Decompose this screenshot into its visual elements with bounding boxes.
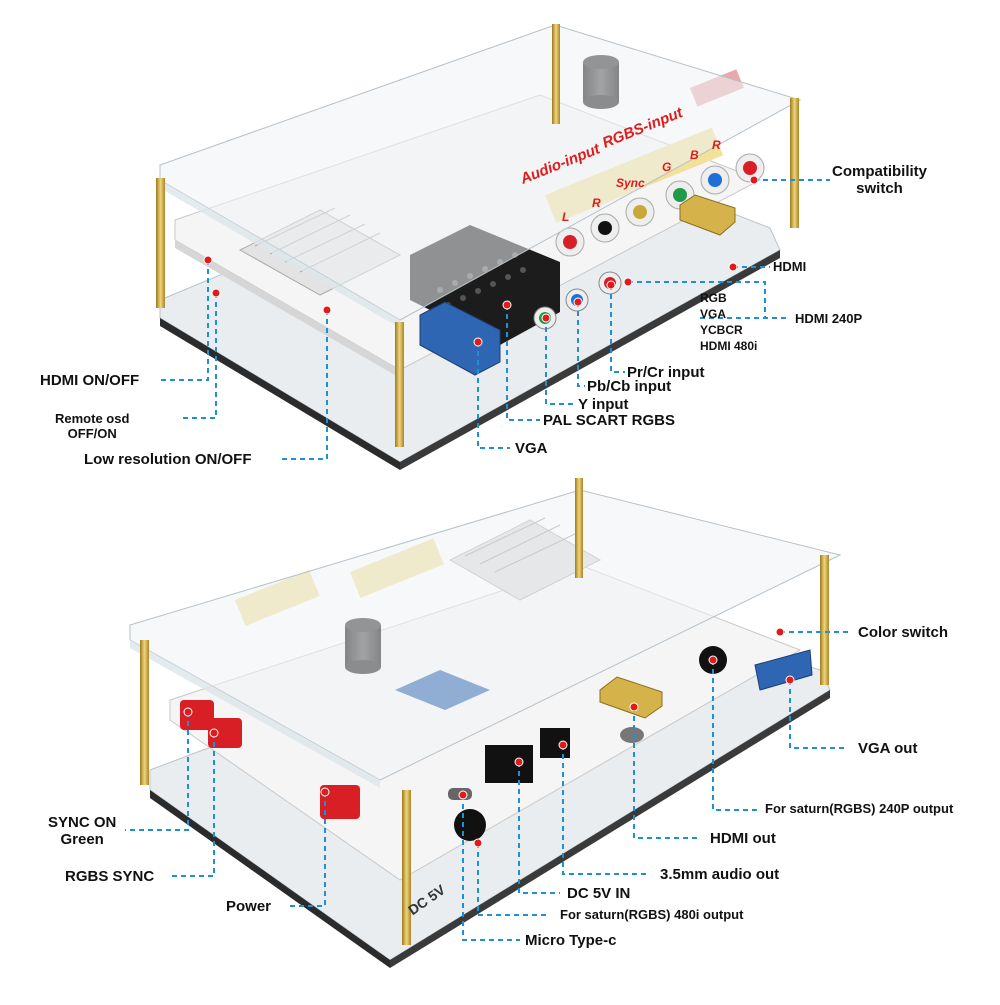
label-power: Power xyxy=(226,898,272,915)
bottom-standoff-2 xyxy=(402,790,411,945)
label-micro-typec: Micro Type-c xyxy=(525,932,617,949)
label-pb-cb: Pb/Cb input xyxy=(587,378,672,395)
label-pal-scart: PAL SCART RGBS xyxy=(543,412,675,429)
label-saturn-480i: For saturn(RGBS) 480i output xyxy=(560,907,744,922)
label-mode-hdmi480i: HDMI 480i xyxy=(700,339,758,353)
silk-b: B xyxy=(690,148,699,162)
top-top-acrylic-edge xyxy=(160,180,400,328)
bottom-standoff-4 xyxy=(575,478,583,578)
top-standoff-3 xyxy=(790,98,799,228)
leader-lines xyxy=(125,179,850,941)
label-dc-in: DC 5V IN xyxy=(567,885,631,902)
label-compatibility-line2: switch xyxy=(856,180,903,198)
silk-sync: Sync xyxy=(616,176,645,190)
label-sync-on-green: SYNC ON Green xyxy=(48,814,116,849)
label-hdmi-out: HDMI out xyxy=(710,830,776,847)
top-vga-port xyxy=(419,301,501,376)
label-audio-out: 3.5mm audio out xyxy=(660,866,780,883)
bottom-standoff-3 xyxy=(820,555,829,685)
label-mode-rgb: RGB xyxy=(700,291,727,305)
label-mode-vga: VGA xyxy=(700,307,727,321)
top-pcb-edge xyxy=(175,240,400,378)
bottom-minidin-480i xyxy=(454,809,486,841)
bottom-standoff-1 xyxy=(140,640,149,785)
top-standoff-1 xyxy=(156,178,165,308)
label-color-switch: Color switch xyxy=(858,624,949,641)
label-vga: VGA xyxy=(515,440,548,457)
label-sync-on-green-line1: SYNC ON xyxy=(48,814,117,831)
label-pr-cr: Pr/Cr input xyxy=(627,364,705,381)
bottom-device xyxy=(129,478,842,968)
top-standoff-4 xyxy=(552,24,560,124)
top-top-acrylic xyxy=(159,24,802,321)
silk-l: L xyxy=(562,210,570,224)
label-sync-on-green-line2: Green xyxy=(60,831,104,849)
silk-r2: R xyxy=(712,138,721,152)
bottom-vga-port xyxy=(754,649,813,691)
bottom-hdmi-port xyxy=(599,676,663,719)
bottom-capacitor xyxy=(620,727,644,743)
label-mode-ycbcr: YCBCR xyxy=(700,323,743,337)
label-remote-osd-line1: Remote osd xyxy=(55,411,130,426)
label-low-resolution: Low resolution ON/OFF xyxy=(84,451,252,468)
top-device xyxy=(156,24,802,470)
label-rgbs-sync: RGBS SYNC xyxy=(65,868,155,885)
bottom-bottom-acrylic-edge-right xyxy=(390,690,830,968)
label-saturn-240p: For saturn(RGBS) 240P output xyxy=(765,801,954,816)
marker-dots xyxy=(183,175,795,848)
silk-r: R xyxy=(592,196,601,210)
label-remote-osd: Remote osd OFF/ON xyxy=(55,411,130,442)
top-hdmi-port xyxy=(679,194,736,236)
top-bottom-acrylic-edge-right xyxy=(400,250,780,470)
label-compatibility-line1: Compatibility xyxy=(832,163,928,180)
bottom-dc-jack xyxy=(485,745,533,783)
label-hdmi: HDMI xyxy=(773,259,807,274)
label-hdmi-240p: HDMI 240P xyxy=(795,311,863,326)
bottom-top-acrylic-edge xyxy=(130,640,380,788)
label-remote-osd-line2: OFF/ON xyxy=(67,425,117,441)
label-compatibility-switch: Compatibility switch xyxy=(832,163,927,198)
label-vga-out: VGA out xyxy=(858,740,918,757)
label-y-input: Y input xyxy=(578,396,629,413)
top-standoff-2 xyxy=(395,322,404,447)
bottom-bottom-acrylic-edge xyxy=(150,790,390,968)
label-hdmi-onoff: HDMI ON/OFF xyxy=(40,372,140,389)
silk-g: G xyxy=(662,160,672,174)
top-bottom-acrylic-edge xyxy=(160,318,400,470)
